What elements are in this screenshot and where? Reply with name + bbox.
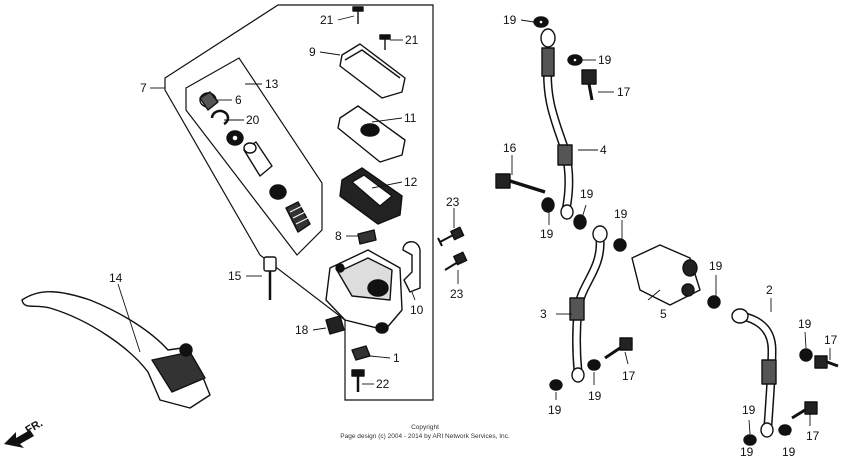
callout-18: 18 <box>295 323 309 337</box>
callout-14: 14 <box>109 271 123 285</box>
master-cylinder-body <box>325 249 403 334</box>
callout-3: 3 <box>540 307 547 321</box>
front-direction-indicator: FR. <box>4 417 45 448</box>
assembly-outline <box>164 4 434 401</box>
arrow-icon <box>4 430 34 448</box>
piston-seal <box>226 130 244 146</box>
bleeder-screw <box>351 345 371 361</box>
callout-4: 4 <box>600 143 607 157</box>
master-cylinder-holder <box>402 241 421 293</box>
callout-10: 10 <box>410 303 424 317</box>
diaphragm-plate <box>337 105 406 163</box>
callout-19: 19 <box>588 389 602 403</box>
sealing-washer-19-upper-right <box>567 54 583 66</box>
lever-pivot-bolt <box>263 256 277 300</box>
diaphragm <box>339 167 403 225</box>
sealing-washer-19-bottom-a <box>743 434 757 446</box>
callout-16: 16 <box>503 141 517 155</box>
sealing-washer-19-lower-3a <box>549 379 563 391</box>
callout-13: 13 <box>265 77 279 91</box>
brake-hose-4 <box>540 28 574 220</box>
callout-2: 2 <box>766 283 773 297</box>
piston-cup <box>269 184 287 200</box>
screw-21-right <box>379 34 391 50</box>
callout-19: 19 <box>740 445 754 459</box>
oil-bolt-17-top <box>581 69 597 101</box>
reservoir-cap <box>339 43 406 99</box>
leader-lines <box>117 15 831 436</box>
callout-19: 19 <box>598 53 612 67</box>
brake-hose-3 <box>569 225 608 383</box>
sealing-washer-19-lower-3b <box>587 359 601 371</box>
callout-19: 19 <box>782 445 796 459</box>
copyright-line-2: Page design (c) 2004 - 2014 by ARI Netwo… <box>340 433 510 440</box>
callout-17: 17 <box>617 85 631 99</box>
callout-9: 9 <box>309 45 316 59</box>
three-way-joint <box>631 244 701 306</box>
brake-lever <box>21 291 211 409</box>
callout-7: 7 <box>140 81 147 95</box>
sealing-washer-19-right-a <box>799 348 813 362</box>
sealing-washer-19-left <box>541 197 555 213</box>
callout-5: 5 <box>660 307 667 321</box>
callout-23: 23 <box>450 287 464 301</box>
callout-19: 19 <box>798 317 812 331</box>
callout-19: 19 <box>540 227 554 241</box>
copyright-notice: Copyright Page design (c) 2004 - 2014 by… <box>340 424 510 440</box>
bolt-23-lower <box>444 251 468 271</box>
callout-17: 17 <box>824 333 838 347</box>
callout-19: 19 <box>548 403 562 417</box>
circlip <box>210 109 230 126</box>
front-label: FR. <box>24 417 45 436</box>
oil-bolt-17-right-a <box>814 355 839 369</box>
return-spring <box>285 201 311 233</box>
callout-labels: 21 21 9 7 13 6 20 11 12 8 23 23 15 10 14… <box>109 13 838 459</box>
screw-22 <box>351 369 365 392</box>
callout-19: 19 <box>503 13 517 27</box>
callout-1: 1 <box>393 351 400 365</box>
callout-20: 20 <box>246 113 260 127</box>
callout-22: 22 <box>376 377 390 391</box>
screw-8 <box>357 229 377 245</box>
piston-kit-group-box <box>185 57 323 256</box>
sealing-washer-19-top <box>533 16 549 28</box>
callout-19: 19 <box>709 259 723 273</box>
copyright-line-1: Copyright <box>411 424 439 431</box>
sealing-washer-19-upper-3 <box>613 238 627 252</box>
callout-19: 19 <box>742 403 756 417</box>
screw-21-top <box>352 6 364 24</box>
master-cylinder-group-box <box>164 4 434 401</box>
callout-21: 21 <box>405 33 419 47</box>
callout-23: 23 <box>446 195 460 209</box>
callout-6: 6 <box>235 93 242 107</box>
callout-11: 11 <box>404 111 417 125</box>
callout-21: 21 <box>320 13 334 27</box>
oil-bolt-17-right-b <box>791 401 818 420</box>
callout-17: 17 <box>622 369 636 383</box>
callout-17: 17 <box>806 429 820 443</box>
oil-bolt-16 <box>495 173 546 194</box>
sealing-washer-19-mid <box>573 214 587 230</box>
callout-19: 19 <box>580 187 594 201</box>
sealing-washer-19-joint <box>707 295 721 309</box>
brake-hose-2 <box>731 308 777 438</box>
callout-19: 19 <box>614 207 628 221</box>
boot <box>199 91 219 111</box>
callout-8: 8 <box>335 229 342 243</box>
bolt-23-upper <box>437 226 465 247</box>
callout-15: 15 <box>228 269 242 283</box>
brake-light-switch <box>325 315 345 335</box>
oil-bolt-17-mid <box>604 337 633 360</box>
callout-12: 12 <box>404 175 418 189</box>
piston <box>243 141 273 177</box>
